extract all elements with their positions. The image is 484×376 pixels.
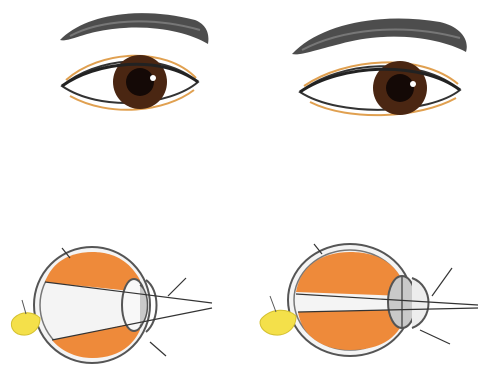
right-cornea	[412, 278, 429, 328]
right-eye-exterior	[292, 19, 467, 116]
left-eye-highlight	[150, 75, 156, 81]
right-pointer-bottom	[420, 330, 450, 344]
right-nerve-pointer	[270, 296, 276, 312]
left-pointer-right	[168, 278, 186, 296]
left-eye-cross-section	[11, 247, 212, 363]
right-eye-highlight	[410, 81, 416, 87]
left-pointer-bottom	[150, 342, 166, 356]
left-optic-nerve	[11, 313, 40, 335]
left-pupil	[126, 68, 154, 96]
left-eye-exterior	[60, 13, 208, 110]
left-eyebrow	[60, 13, 208, 44]
right-eyebrow	[292, 19, 467, 55]
right-pupil	[386, 74, 414, 102]
left-nerve-pointer	[22, 300, 26, 314]
right-pointer-right	[432, 268, 452, 296]
right-optic-nerve	[260, 310, 296, 335]
right-eye-cross-section	[260, 244, 478, 356]
